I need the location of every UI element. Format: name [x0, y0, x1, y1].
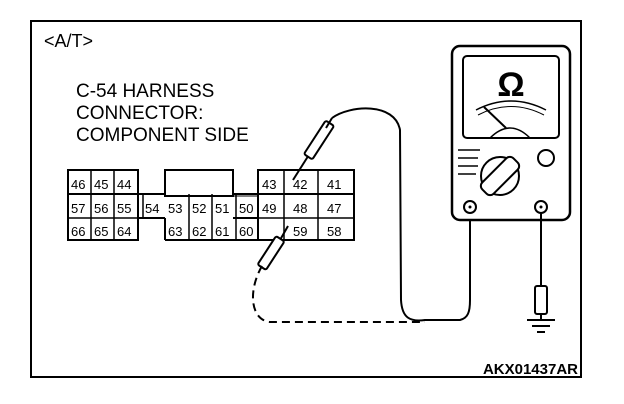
pin-49: 49: [262, 201, 276, 216]
pin-row-1: 46 45 44 43 42 41: [71, 177, 341, 192]
probe-upper: [292, 117, 335, 181]
system-title: <A/T>: [44, 31, 93, 51]
pin-46: 46: [71, 177, 85, 192]
pin-41: 41: [327, 177, 341, 192]
connector-grid: [68, 170, 354, 240]
pin-63: 63: [168, 224, 182, 239]
pin-60: 60: [239, 224, 253, 239]
ground-lead: [534, 213, 548, 320]
pin-row-3: 66 65 64 63 62 61 60 59 58: [71, 224, 341, 239]
lead-upper: [331, 107, 471, 322]
pin-64: 64: [117, 224, 131, 239]
connector-body: [67, 169, 355, 241]
pin-58: 58: [327, 224, 341, 239]
pin-47: 47: [327, 201, 341, 216]
pin-54: 54: [145, 201, 159, 216]
multimeter: Ω: [450, 44, 572, 222]
pin-row-2: 57 56 55 54 53 52 51 50 49 48 47: [71, 201, 341, 216]
meter-button: [537, 149, 555, 167]
pin-52: 52: [192, 201, 206, 216]
pin-61: 61: [215, 224, 229, 239]
ohm-symbol: Ω: [497, 66, 524, 104]
pin-57: 57: [71, 201, 85, 216]
lead-lower-dashed: [251, 265, 425, 323]
pin-55: 55: [117, 201, 131, 216]
pin-42: 42: [293, 177, 307, 192]
ground-symbol-icon: [527, 319, 555, 333]
pin-66: 66: [71, 224, 85, 239]
pin-56: 56: [94, 201, 108, 216]
pin-45: 45: [94, 177, 108, 192]
pin-59: 59: [293, 224, 307, 239]
probe-lower: [257, 225, 289, 271]
pin-43: 43: [262, 177, 276, 192]
figure-code: AKX01437AR: [483, 361, 578, 378]
pin-48: 48: [293, 201, 307, 216]
pin-50: 50: [239, 201, 253, 216]
pin-44: 44: [117, 177, 131, 192]
pin-62: 62: [192, 224, 206, 239]
diagram-frame: [30, 20, 582, 378]
connector-label-line-3: COMPONENT SIDE: [76, 125, 249, 146]
pin-53: 53: [168, 201, 182, 216]
pin-65: 65: [94, 224, 108, 239]
pin-51: 51: [215, 201, 229, 216]
connector-label-line-2: CONNECTOR:: [76, 103, 203, 124]
connector-label-line-1: C-54 HARNESS: [76, 81, 214, 102]
